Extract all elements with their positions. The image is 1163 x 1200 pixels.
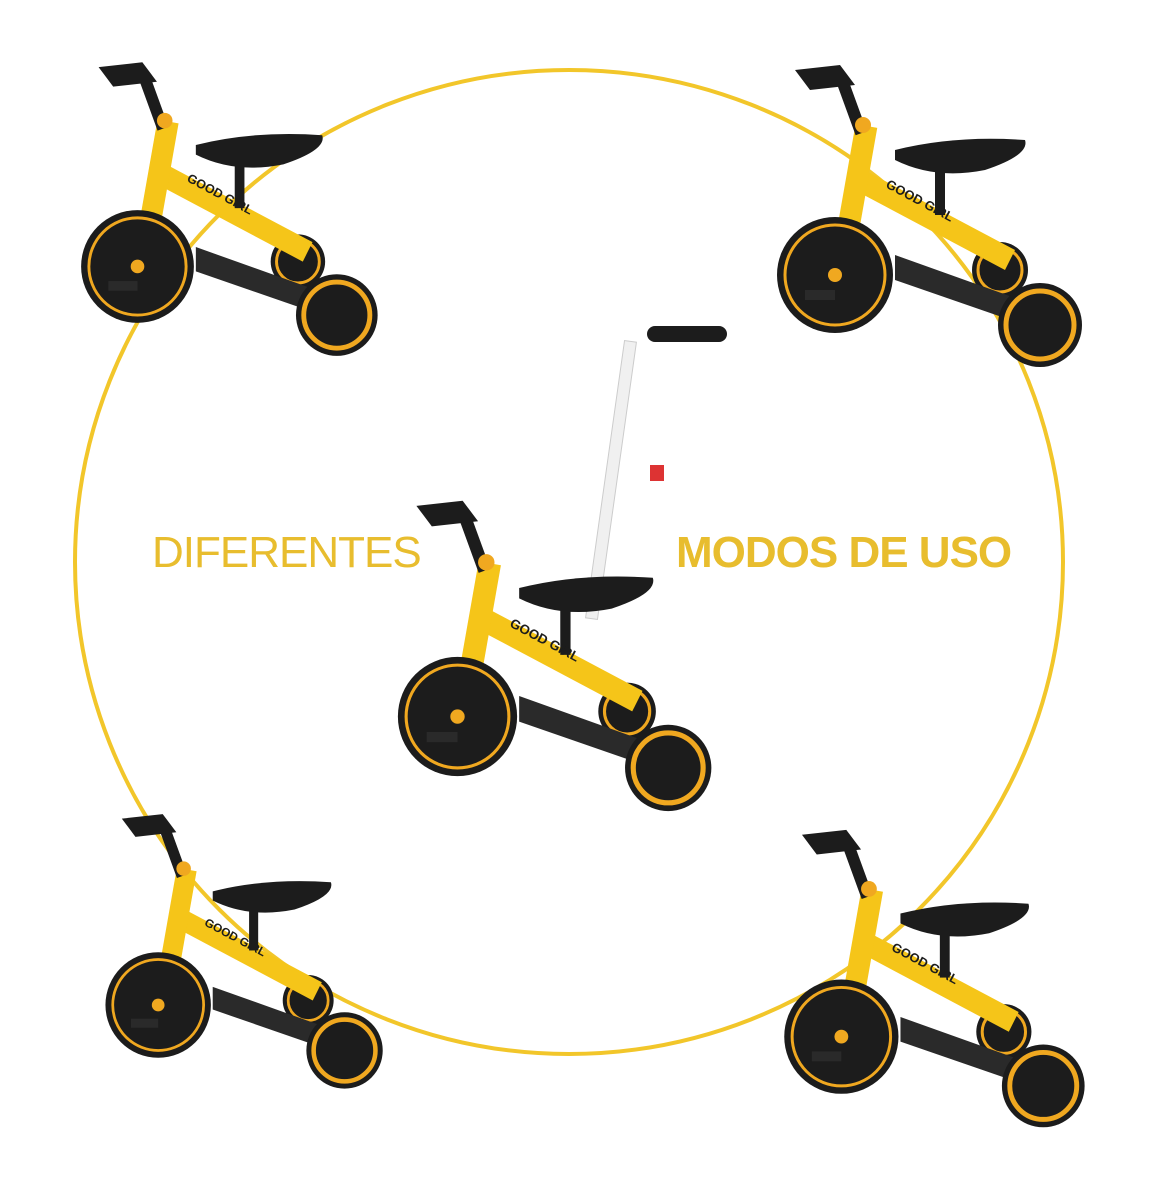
headline-right: MODOS DE USO — [676, 528, 1012, 577]
headline-left: DIFERENTES — [152, 528, 422, 577]
tricycle-mode-2: GOOD GIRL — [740, 55, 1110, 385]
tricycle-mode-3-push-handle: GOOD GIRL — [365, 326, 727, 840]
tricycle-mode-4: GOOD GIRL — [55, 805, 425, 1105]
tricycle-mode-5: GOOD GIRL — [750, 820, 1110, 1145]
tricycle-mode-1: GOOD GIRL — [50, 48, 400, 378]
